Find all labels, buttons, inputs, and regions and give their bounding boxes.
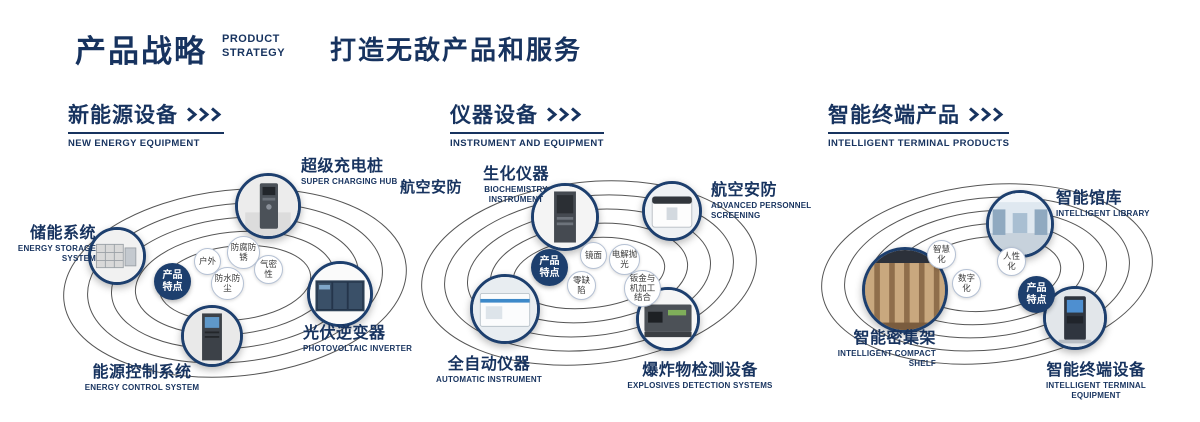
energy-storage-photo bbox=[91, 230, 143, 282]
product-name-en: BIOCHEMISTRY INSTRUMENT bbox=[484, 185, 548, 204]
explosives-detection-photo bbox=[639, 290, 697, 348]
product-name-en: AUTOMATIC INSTRUMENT bbox=[436, 375, 542, 384]
section-title-en: INSTRUMENT AND EQUIPMENT bbox=[450, 138, 604, 149]
page-title-english-line1: PRODUCT bbox=[222, 33, 280, 45]
feature-bubble: 电解抛光 bbox=[609, 244, 640, 275]
section-title-instrument: 仪器设备 INSTRUMENT AND EQUIPMENT bbox=[450, 99, 604, 149]
product-name-cn: 智能终端设备 bbox=[1046, 362, 1146, 379]
product-label-energy-storage: 储能系统 ENERGY STORAGE SYSTEM bbox=[14, 219, 96, 263]
feature-bubble: 人性化 bbox=[997, 247, 1026, 276]
product-name-cn: 航空安防 bbox=[400, 179, 463, 196]
page-title: 产品战略 bbox=[75, 34, 207, 69]
product-name-cn: 能源控制系统 bbox=[92, 364, 192, 381]
product-label-intelligent-compact-shelf: 智能密集架 INTELLIGENT COMPACT SHELF bbox=[824, 324, 936, 368]
section-title-new-energy: 新能源设备 NEW ENERGY EQUIPMENT bbox=[68, 99, 224, 149]
section-title-en: NEW ENERGY EQUIPMENT bbox=[68, 138, 200, 149]
feature-bubble: 防水防尘 bbox=[211, 267, 244, 300]
product-name-en: EXPLOSIVES DETECTION SYSTEMS bbox=[627, 381, 773, 390]
chevron-arrows-icon bbox=[187, 106, 222, 122]
feature-bubble: 防腐防锈 bbox=[227, 236, 260, 269]
product-label-energy-control: 能源控制系统 ENERGY CONTROL SYSTEM bbox=[72, 358, 212, 393]
section-title-cn: 新能源设备 bbox=[68, 104, 178, 127]
product-name-en: SUPER CHARGING HUB bbox=[301, 177, 398, 186]
product-name-en: INTELLIGENT LIBRARY bbox=[1056, 209, 1150, 218]
feature-bubble: 气密性 bbox=[254, 255, 283, 284]
automatic-instrument-photo bbox=[473, 277, 537, 341]
product-image-biochemistry-instrument bbox=[531, 183, 599, 251]
feature-badge: 产品特点 bbox=[531, 249, 568, 286]
product-name-en: ENERGY CONTROL SYSTEM bbox=[84, 383, 200, 392]
product-name-en: ADVANCED PERSONNEL SCREENING bbox=[711, 201, 812, 220]
section-title-en: INTELLIGENT TERMINAL PRODUCTS bbox=[828, 138, 1010, 149]
slogan: 打造无敌产品和服务 bbox=[330, 35, 583, 65]
product-name-cn: 光伏逆变器 bbox=[303, 325, 386, 342]
product-name-cn: 超级充电桩 bbox=[301, 158, 384, 175]
product-image-intelligent-library bbox=[986, 190, 1054, 258]
biochemistry-instrument-photo bbox=[534, 186, 596, 248]
product-label-automatic-instrument: 全自动仪器 AUTOMATIC INSTRUMENT bbox=[430, 350, 548, 385]
feature-bubble: 钣金与机加工结合 bbox=[624, 270, 661, 307]
product-name-cn: 储能系统 bbox=[29, 225, 96, 242]
product-label-intelligent-library: 智能馆库 INTELLIGENT LIBRARY bbox=[1056, 184, 1176, 219]
product-image-energy-control bbox=[181, 305, 243, 367]
product-name-cn: 智能密集架 bbox=[853, 330, 936, 347]
feature-badge: 产品特点 bbox=[154, 263, 191, 300]
product-name-cn: 爆炸物检测设备 bbox=[642, 362, 758, 379]
title-underline bbox=[450, 132, 604, 134]
product-image-personnel-screening bbox=[642, 181, 702, 241]
title-underline bbox=[68, 132, 224, 134]
product-image-super-charging-hub bbox=[235, 173, 301, 239]
energy-control-photo bbox=[184, 308, 240, 364]
product-label-intelligent-terminal: 智能终端设备 INTELLIGENT TERMINAL EQUIPMENT bbox=[1026, 356, 1166, 400]
product-name-en: PHOTOVOLTAIC INVERTER bbox=[303, 344, 413, 353]
product-label-super-charging-hub: 超级充电桩 SUPER CHARGING HUB bbox=[301, 152, 431, 187]
charging-hub-photo bbox=[238, 176, 298, 236]
chevron-arrows-icon bbox=[547, 106, 582, 122]
product-label-explosives-detection: 爆炸物检测设备 EXPLOSIVES DETECTION SYSTEMS bbox=[625, 356, 775, 391]
page-title-english-line2: STRATEGY bbox=[222, 46, 286, 59]
feature-bubble: 数字化 bbox=[952, 269, 981, 298]
product-name-cn: 智能馆库 bbox=[1056, 190, 1123, 207]
product-label-aviation-security-side: 航空安防 bbox=[400, 176, 462, 197]
product-label-photovoltaic-inverter: 光伏逆变器 PHOTOVOLTAIC INVERTER bbox=[303, 319, 415, 354]
feature-badge: 产品特点 bbox=[1018, 276, 1055, 313]
feature-bubble: 零缺陷 bbox=[567, 271, 596, 300]
product-image-photovoltaic-inverter bbox=[307, 261, 373, 327]
section-title-cn: 仪器设备 bbox=[450, 104, 538, 127]
product-name-cn: 全自动仪器 bbox=[447, 356, 531, 373]
title-underline bbox=[828, 132, 1010, 134]
chevron-arrows-icon bbox=[969, 106, 1004, 122]
photovoltaic-inverter-photo bbox=[310, 264, 370, 324]
product-image-energy-storage bbox=[88, 227, 146, 285]
feature-bubble: 镜面 bbox=[580, 242, 607, 269]
product-name-cn: 生化仪器 bbox=[482, 166, 549, 183]
intelligent-library-photo bbox=[989, 193, 1051, 255]
section-title-cn: 智能终端产品 bbox=[828, 104, 960, 127]
product-label-biochemistry-instrument: 生化仪器 BIOCHEMISTRY INSTRUMENT bbox=[460, 160, 572, 204]
page-title-english: PRODUCT STRATEGY bbox=[222, 33, 285, 61]
product-name-cn: 航空安防 bbox=[711, 182, 778, 199]
product-name-en: INTELLIGENT TERMINAL EQUIPMENT bbox=[1046, 381, 1146, 400]
product-image-automatic-instrument bbox=[470, 274, 540, 344]
product-name-en: ENERGY STORAGE SYSTEM bbox=[17, 244, 96, 263]
personnel-screening-photo bbox=[645, 184, 699, 238]
section-title-intelligent-terminal: 智能终端产品 INTELLIGENT TERMINAL PRODUCTS bbox=[828, 99, 1010, 149]
product-name-en: INTELLIGENT COMPACT SHELF bbox=[837, 349, 936, 368]
intelligent-terminal-photo bbox=[1046, 289, 1104, 347]
product-label-personnel-screening: 航空安防 ADVANCED PERSONNEL SCREENING bbox=[711, 176, 821, 220]
product-image-intelligent-terminal bbox=[1043, 286, 1107, 350]
feature-bubble: 智慧化 bbox=[927, 240, 956, 269]
